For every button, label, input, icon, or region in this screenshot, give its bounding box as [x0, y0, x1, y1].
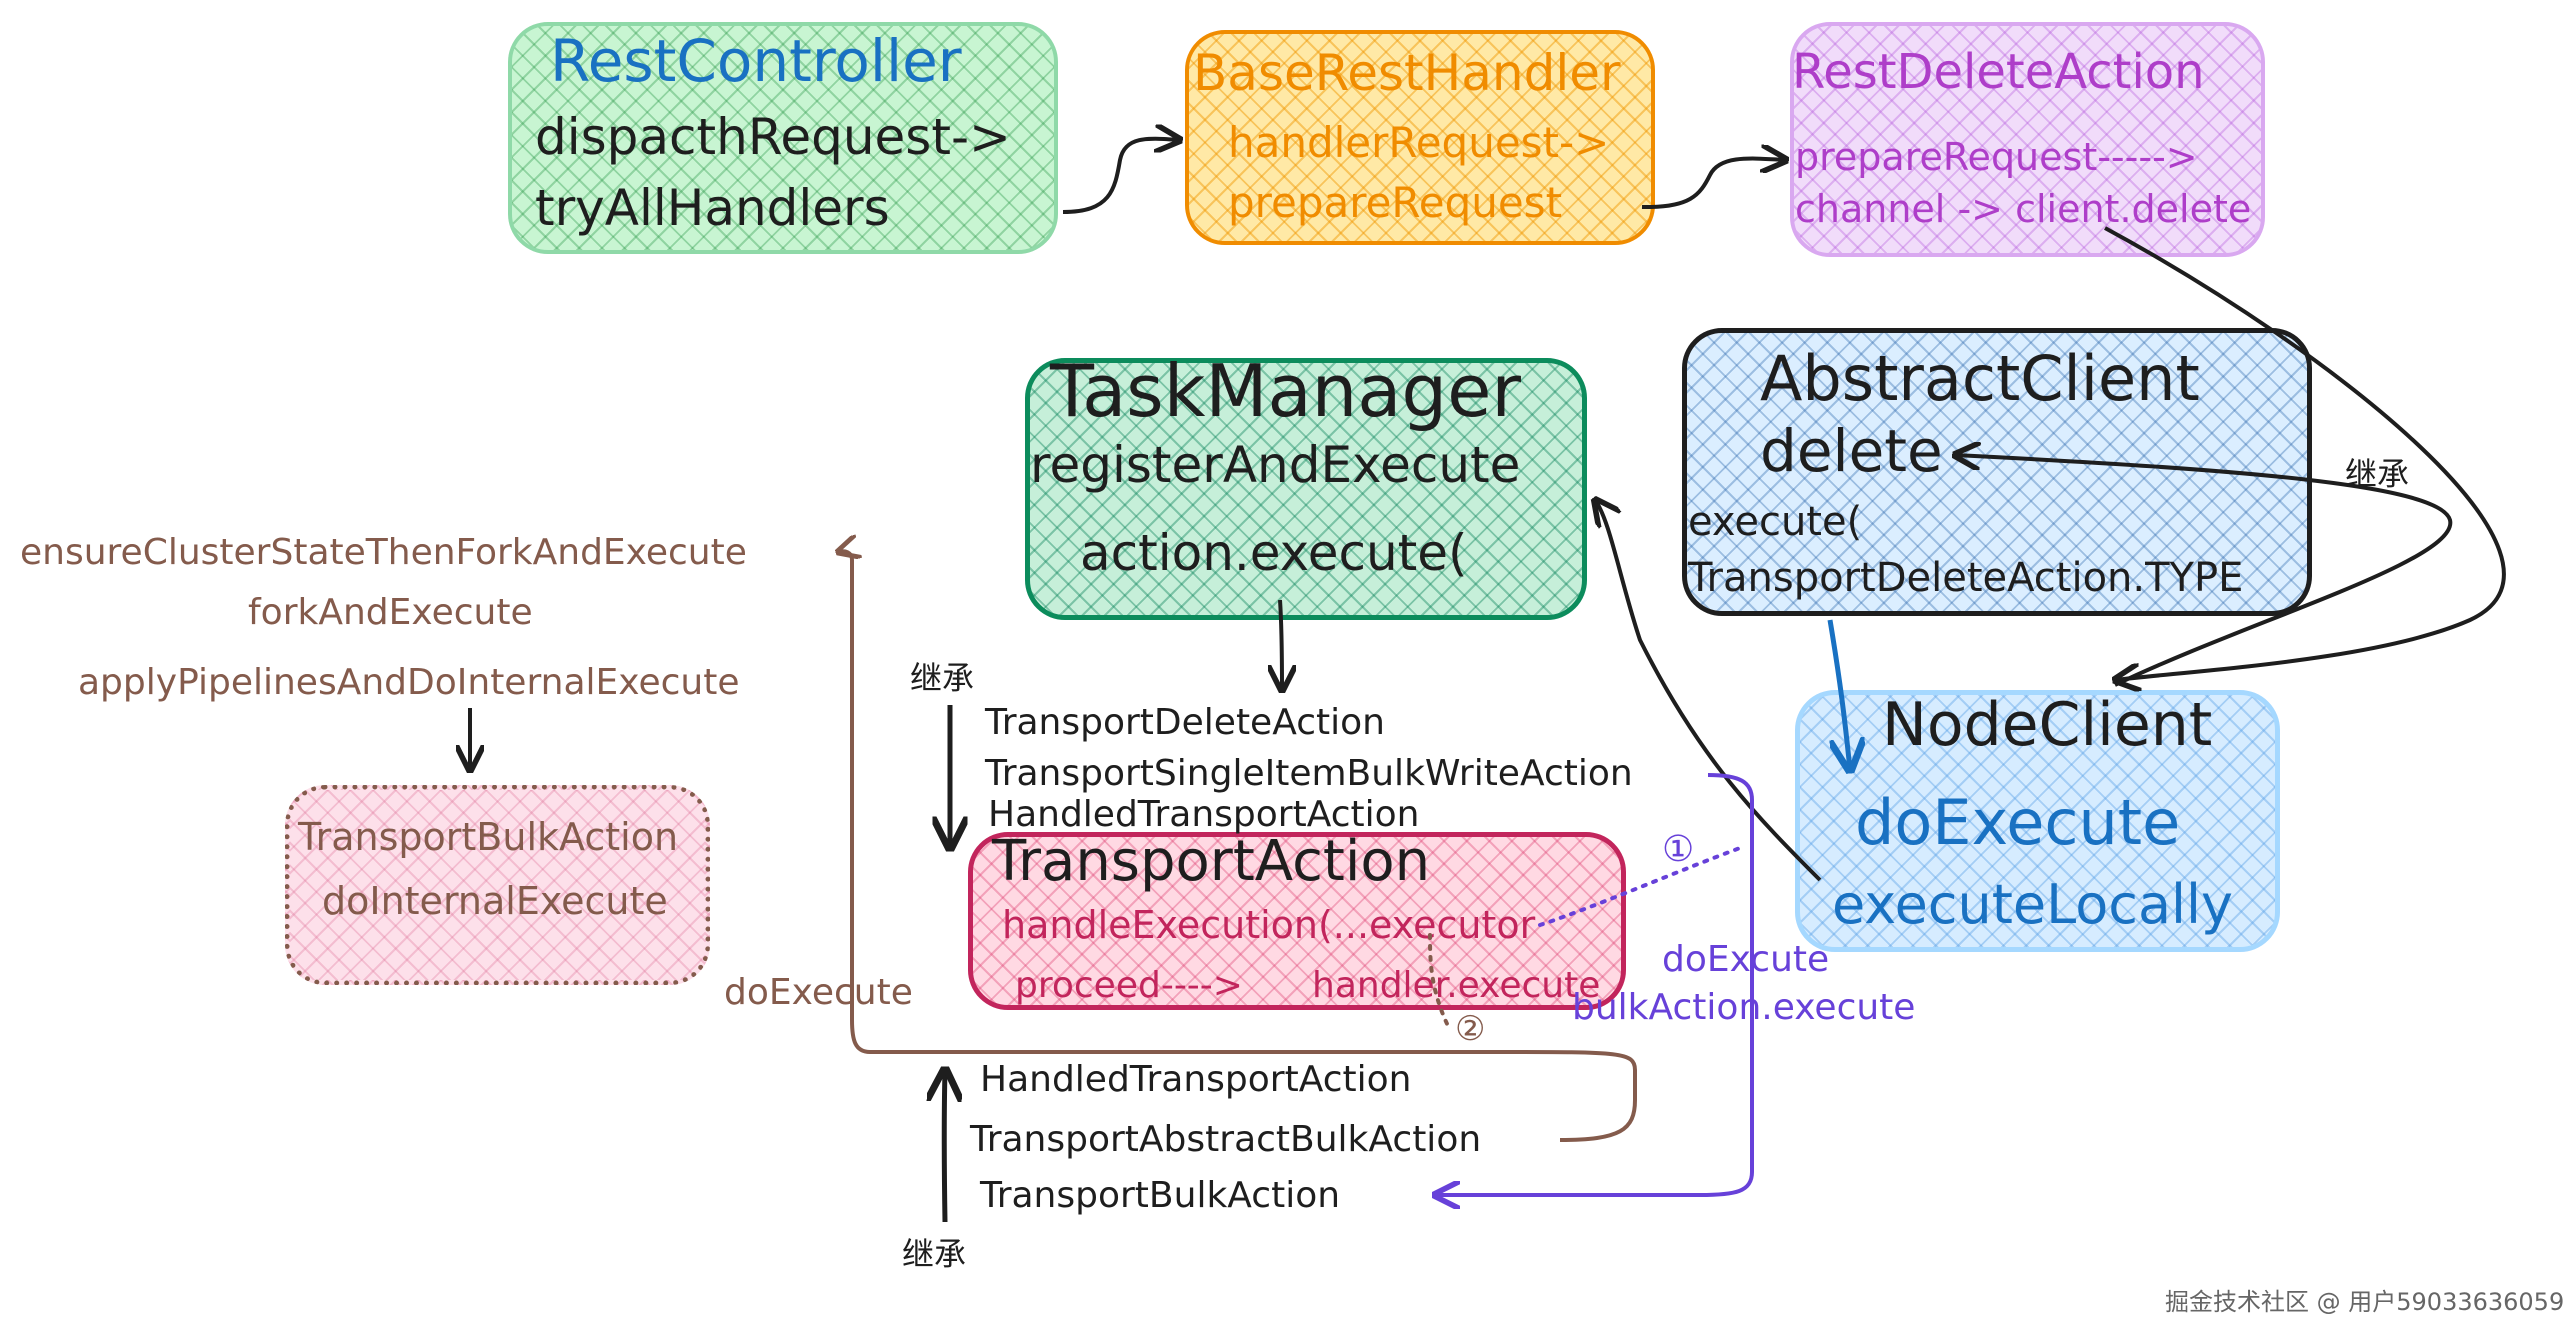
rest-controller-method-1: dispacthRequest-> — [535, 108, 1011, 166]
arrow-bulk-action-execute — [1435, 773, 1754, 1195]
transport-action-method-proceed: proceed----> — [1015, 965, 1243, 1006]
dotted-link-circle-1 — [1538, 846, 1742, 927]
rest-controller-title: RestController — [550, 27, 962, 95]
rest-delete-action-method-2: channel -> client.delete — [1795, 187, 2252, 231]
task-manager-title: TaskManager — [1050, 349, 1521, 433]
arrow-rest-delete-to-node-client — [2104, 226, 2506, 680]
transport-action-title: TransportAction — [992, 829, 1431, 894]
inherit-label-bottom: 继承 — [902, 1235, 967, 1273]
transport-bulk-action-box-method: doInternalExecute — [322, 879, 668, 923]
base-rest-handler-method-2: prepareRequest — [1228, 178, 1563, 227]
rest-controller-node — [508, 22, 1058, 254]
transport-action-method-handler: handler.execute — [1312, 965, 1601, 1006]
arrow-inherit-bottom-up — [944, 1070, 945, 1223]
abstract-client-type-arg: TransportDeleteAction.TYPE — [1688, 555, 2244, 601]
ensure-cluster-state-label: ensureClusterStateThenForkAndExecute — [20, 532, 747, 573]
rest-controller-method-2: tryAllHandlers — [535, 179, 890, 237]
rest-delete-action-title: RestDeleteAction — [1792, 44, 2205, 100]
circle-2-label: ② — [1455, 1009, 1486, 1049]
transport-bulk-action-label: TransportBulkAction — [980, 1175, 1341, 1216]
node-client-method-1: doExecute — [1855, 786, 2181, 859]
transport-action-node — [968, 832, 1626, 1010]
watermark: 掘金技术社区 @ 用户59033636059 — [2165, 1288, 2565, 1316]
task-manager-node — [1025, 358, 1587, 620]
transport-delete-action-label: TransportDeleteAction — [985, 702, 1385, 743]
task-manager-method-2: action.execute( — [1080, 524, 1468, 582]
abstract-client-method-delete: delete — [1760, 417, 1943, 485]
fork-and-execute-label: forkAndExecute — [248, 592, 533, 633]
arrow-base-handler-to-rest-delete — [1641, 159, 1786, 210]
task-manager-method-1: registerAndExecute — [1030, 436, 1521, 494]
handled-transport-action-top-label: HandledTransportAction — [988, 794, 1420, 835]
rest-delete-action-node — [1790, 22, 2265, 257]
arrow-inherit-node-to-abstract — [1955, 455, 2453, 687]
transport-bulk-action-node — [285, 785, 710, 985]
abstract-client-node — [1682, 328, 2312, 616]
node-client-method-2: executeLocally — [1832, 873, 2234, 936]
arrow-node-client-to-task-manager — [1595, 500, 1822, 882]
node-client-node — [1795, 690, 2280, 952]
base-rest-handler-node — [1185, 30, 1655, 245]
arrow-abstract-to-node-client — [1827, 619, 1850, 770]
apply-pipelines-label: applyPipelinesAndDoInternalExecute — [78, 662, 740, 703]
arrow-rest-controller-to-base-handler — [1062, 139, 1180, 214]
transport-bulk-action-box-title: TransportBulkAction — [298, 815, 679, 859]
handled-transport-action-bottom-label: HandledTransportAction — [980, 1059, 1412, 1100]
transport-abstract-bulk-action-label: TransportAbstractBulkAction — [970, 1119, 1482, 1160]
transport-single-item-bulk-write-action-label: TransportSingleItemBulkWriteAction — [985, 753, 1633, 794]
inherit-label-top: 继承 — [910, 659, 975, 697]
transport-action-method-handle: handleExecution(...executor — [1002, 903, 1536, 947]
arrow-task-manager-down — [1280, 599, 1282, 690]
abstract-client-title: AbstractClient — [1760, 342, 2200, 415]
arrow-do-execute-loop — [838, 551, 1637, 1142]
circle-1-label: ① — [1662, 829, 1695, 870]
rest-delete-action-method-1: prepareRequest-----> — [1795, 135, 2198, 179]
abstract-client-method-execute: execute( — [1688, 499, 1863, 545]
do-execute-brown-label: doExecute — [724, 972, 913, 1013]
bulk-action-execute-label: bulkAction.execute — [1572, 987, 1916, 1028]
base-rest-handler-title: BaseRestHandler — [1193, 44, 1621, 102]
do-excute-violet-label: doExcute — [1662, 939, 1830, 980]
base-rest-handler-method-1: handlerRequest-> — [1228, 118, 1610, 167]
dotted-link-circle-2 — [1428, 933, 1452, 1032]
node-client-title: NodeClient — [1882, 690, 2213, 760]
